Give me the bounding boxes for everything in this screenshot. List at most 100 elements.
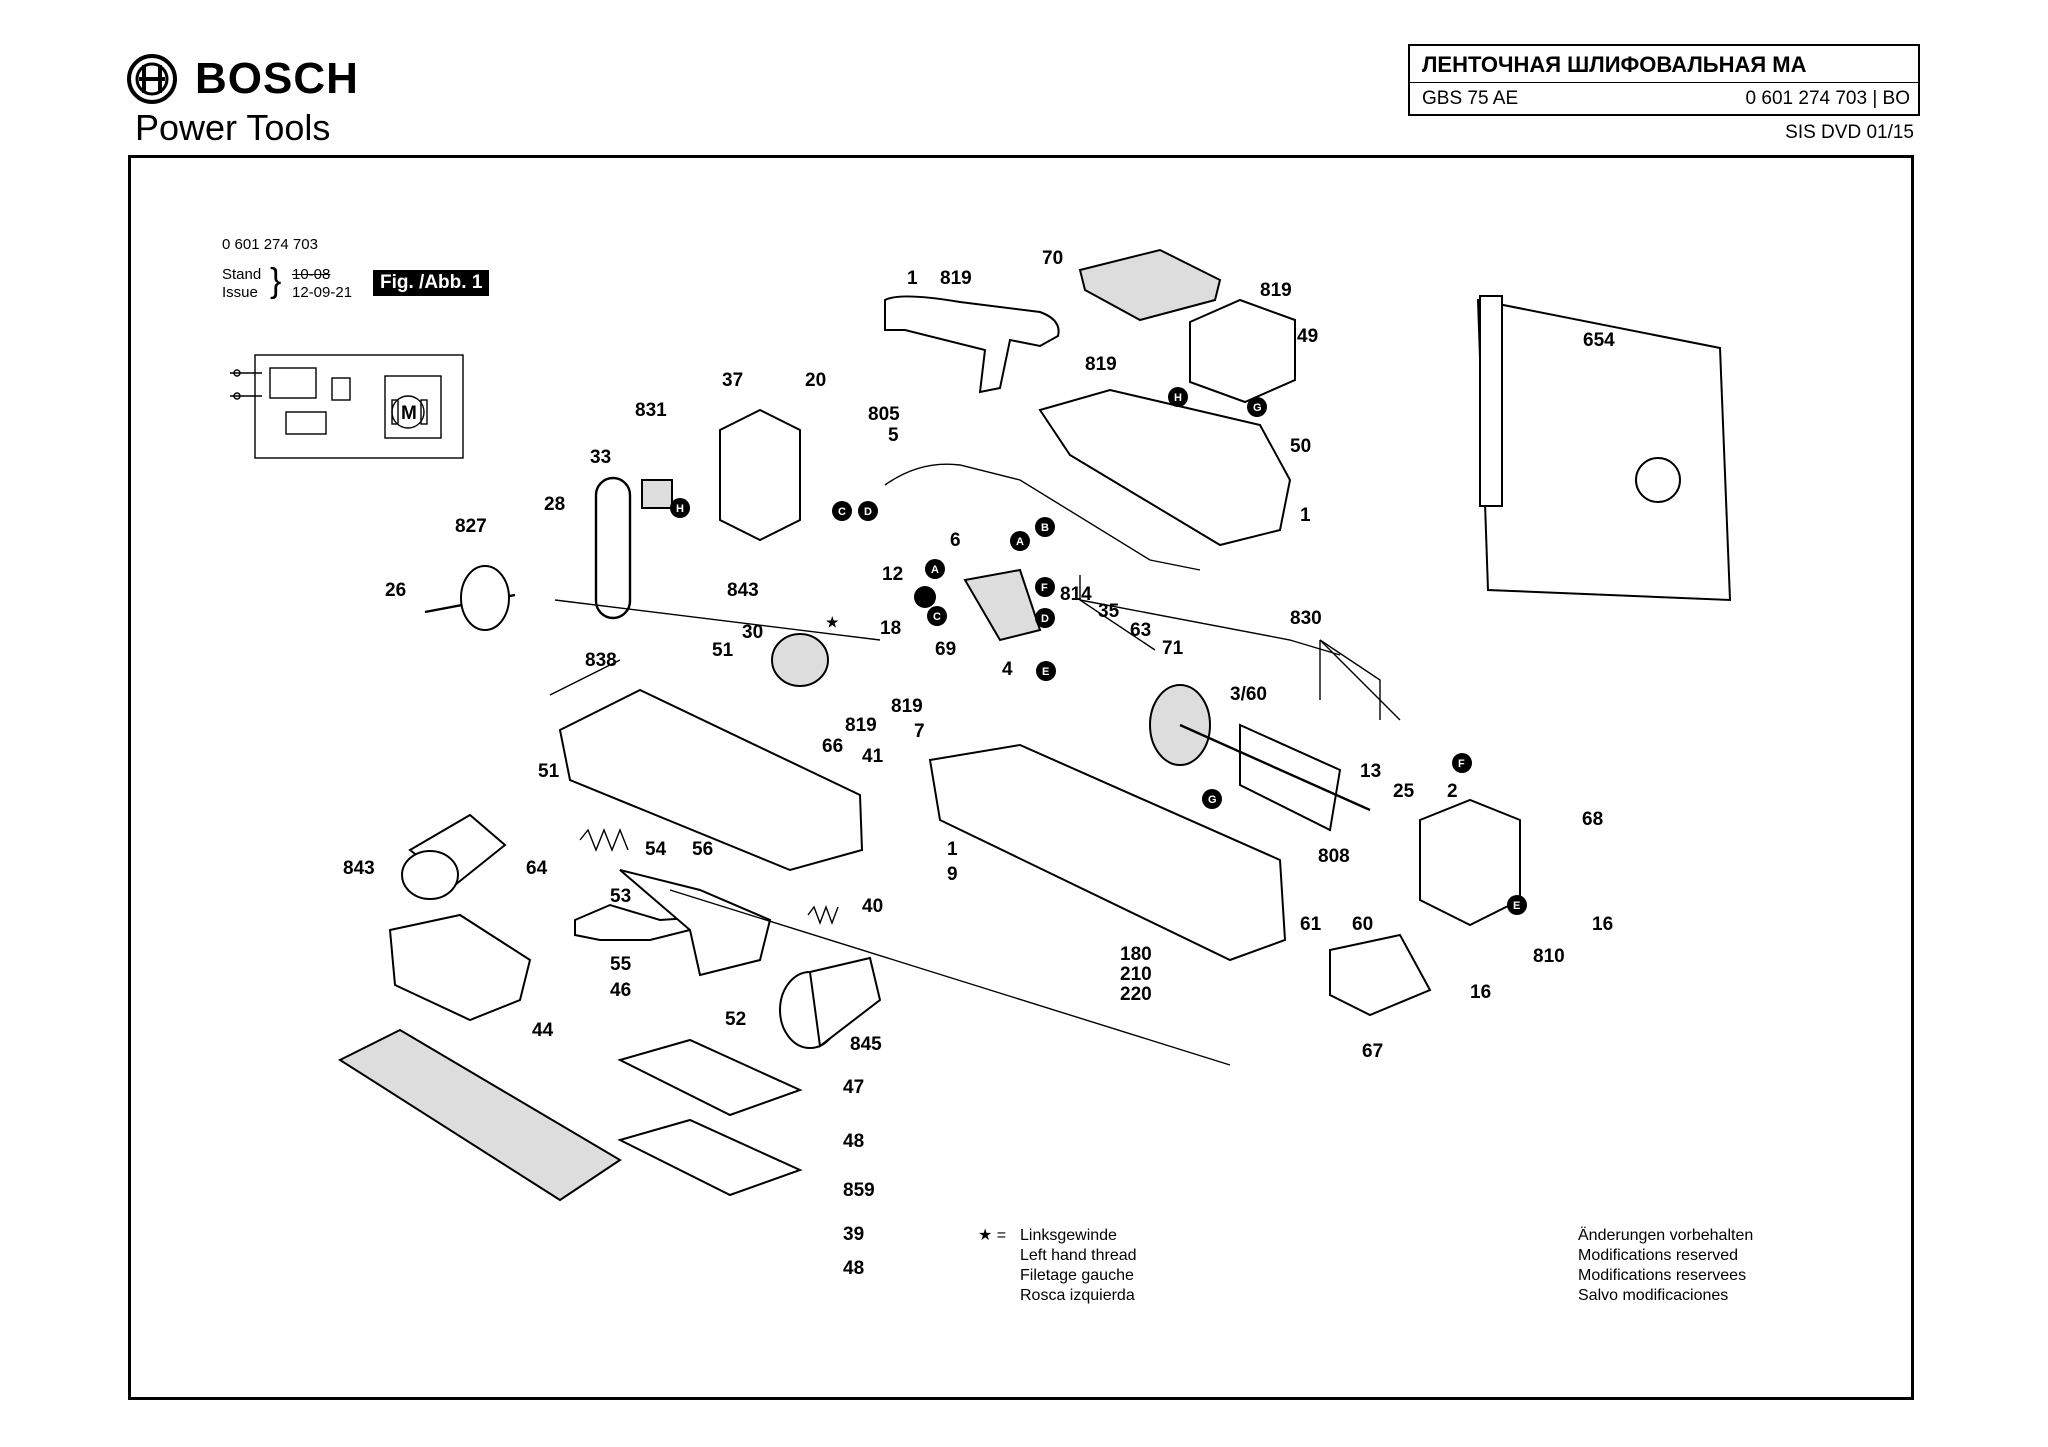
label-66: 66 [822, 736, 843, 757]
svg-text:G: G [1208, 794, 1217, 806]
small-pulley [641, 479, 673, 509]
label-1: 1 [1300, 505, 1311, 526]
label-819: 819 [1085, 354, 1117, 375]
diagram-frame [128, 155, 1914, 1400]
upper-housing [1038, 388, 1292, 547]
motor-cap [1189, 298, 1296, 404]
label-814: 814 [1060, 584, 1092, 605]
label-810: 810 [1533, 946, 1565, 967]
svg-text:D: D [864, 506, 872, 518]
bosch-armature-icon [127, 54, 177, 104]
label-69: 69 [935, 639, 956, 660]
marker-f: F [1452, 753, 1472, 773]
connection-markers: H H G G C D A B A F D C E F E ★ [670, 387, 1527, 915]
label-28: 28 [544, 494, 565, 515]
toothed-pulley [771, 633, 829, 687]
marker-d: D [1035, 608, 1055, 628]
svg-text:C: C [838, 506, 846, 518]
notice-line: Salvo modificaciones [1578, 1287, 1729, 1304]
brand-subtitle: Power Tools [135, 107, 331, 148]
label-6: 6 [950, 530, 961, 551]
marker-c: C [927, 606, 947, 626]
label-16: 16 [1470, 982, 1491, 1003]
svg-text:B: B [1041, 522, 1049, 534]
label-33: 33 [590, 447, 611, 468]
svg-text:A: A [1016, 536, 1024, 548]
spring [579, 828, 629, 852]
drive-belt [594, 476, 632, 620]
svg-text:F: F [1458, 758, 1465, 770]
marker-e: E [1036, 661, 1056, 681]
front-guard [388, 913, 532, 1022]
label-68: 68 [1582, 809, 1603, 830]
label-830: 830 [1290, 608, 1322, 629]
svg-text:F: F [1041, 582, 1048, 594]
label-1: 1 [907, 268, 918, 289]
label-12: 12 [882, 564, 903, 585]
left-hand-thread-star: ★ [826, 614, 839, 630]
dust-bag [1476, 295, 1732, 602]
label-51: 51 [712, 640, 734, 661]
marker-a: A [925, 559, 945, 579]
part-number: 0 601 274 703 | BO [1745, 88, 1910, 109]
gear-shaft [424, 565, 516, 631]
svg-text:A: A [931, 564, 939, 576]
brand-name: BOSCH [195, 54, 359, 103]
label-54: 54 [645, 839, 667, 860]
marker-d: D [858, 501, 878, 521]
label-819: 819 [940, 268, 972, 289]
marker-c: C [832, 501, 852, 521]
legend-line: Linksgewinde [1020, 1227, 1117, 1244]
svg-text:H: H [676, 503, 684, 515]
motor-label: M [401, 403, 417, 424]
label-56: 56 [692, 839, 713, 860]
sanding-belt [337, 1028, 622, 1202]
label-2: 2 [1447, 781, 1458, 802]
label-49: 49 [1297, 326, 1318, 347]
issue-label: Issue [222, 284, 258, 301]
label-46: 46 [610, 980, 631, 1001]
label-39: 39 [843, 1224, 864, 1245]
label-50: 50 [1290, 436, 1311, 457]
stand-date: 10-08 [292, 266, 331, 283]
label-3-60: 3/60 [1230, 684, 1267, 705]
pulley-cover [719, 408, 801, 542]
svg-text:E: E [1513, 900, 1520, 912]
label-805: 805 [868, 404, 900, 425]
label-819: 819 [1260, 280, 1292, 301]
switch [963, 568, 1042, 642]
speed-knob [1329, 933, 1432, 1017]
label-47: 47 [843, 1077, 864, 1098]
marker-g: G [1247, 397, 1267, 417]
label-51: 51 [538, 761, 560, 782]
product-title: ЛЕНТОЧНАЯ ШЛИФОВАЛЬНАЯ МА [1422, 52, 1807, 77]
label-843: 843 [727, 580, 759, 601]
drive-roller [401, 813, 507, 900]
label-70: 70 [1042, 248, 1063, 269]
handle-cover [1078, 248, 1222, 322]
label-40: 40 [862, 896, 883, 917]
stand-label: Stand [222, 266, 262, 283]
dvd-version: SIS DVD 01/15 [1785, 122, 1914, 143]
label-60: 60 [1352, 914, 1373, 935]
spring [807, 905, 839, 925]
marker-a: A [1010, 531, 1030, 551]
notice-line: Modifications reservees [1578, 1267, 1747, 1284]
main-frame [558, 688, 864, 872]
label-52: 52 [725, 1009, 746, 1030]
marker-f: F [1035, 577, 1055, 597]
label-55: 55 [610, 954, 632, 975]
label-35: 35 [1098, 601, 1120, 622]
label-71: 71 [1162, 638, 1184, 659]
cork-plate [617, 1118, 803, 1197]
label-845: 845 [850, 1034, 882, 1055]
svg-text:C: C [933, 611, 941, 623]
model-name: GBS 75 AE [1422, 88, 1519, 109]
label-53: 53 [610, 886, 631, 907]
label-25: 25 [1393, 781, 1415, 802]
svg-text:G: G [1253, 402, 1262, 414]
label-654: 654 [1583, 330, 1615, 351]
label-67: 67 [1362, 1041, 1383, 1062]
label-220: 220 [1120, 984, 1152, 1005]
label-819: 819 [891, 696, 923, 717]
